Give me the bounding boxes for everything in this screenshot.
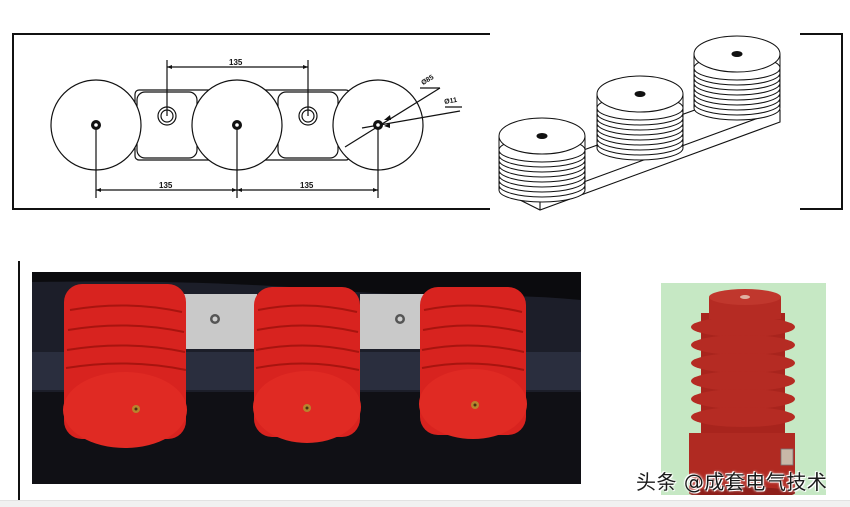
red-insulator-right	[419, 287, 527, 439]
insulator-photo-side	[661, 283, 826, 495]
leader-outer-diameter	[344, 87, 441, 148]
iso-insulator-center	[596, 75, 684, 161]
technical-drawing-frame	[12, 33, 843, 210]
red-insulator-center	[253, 287, 361, 443]
watermark-text: 头条 @成套电气技术	[636, 470, 828, 494]
bottom-edge-strip	[0, 500, 850, 507]
red-insulator-left	[63, 284, 187, 448]
photo-frame-edge	[18, 261, 20, 506]
insulator-photo-main	[32, 272, 581, 484]
dimension-bottom-left-label: 135	[159, 181, 173, 190]
dimension-top-label: 135	[229, 58, 243, 67]
iso-insulator-right	[693, 35, 781, 121]
single-red-insulator	[689, 289, 795, 495]
iso-insulator-left	[498, 117, 586, 203]
dimension-bottom-right-label: 135	[300, 181, 314, 190]
